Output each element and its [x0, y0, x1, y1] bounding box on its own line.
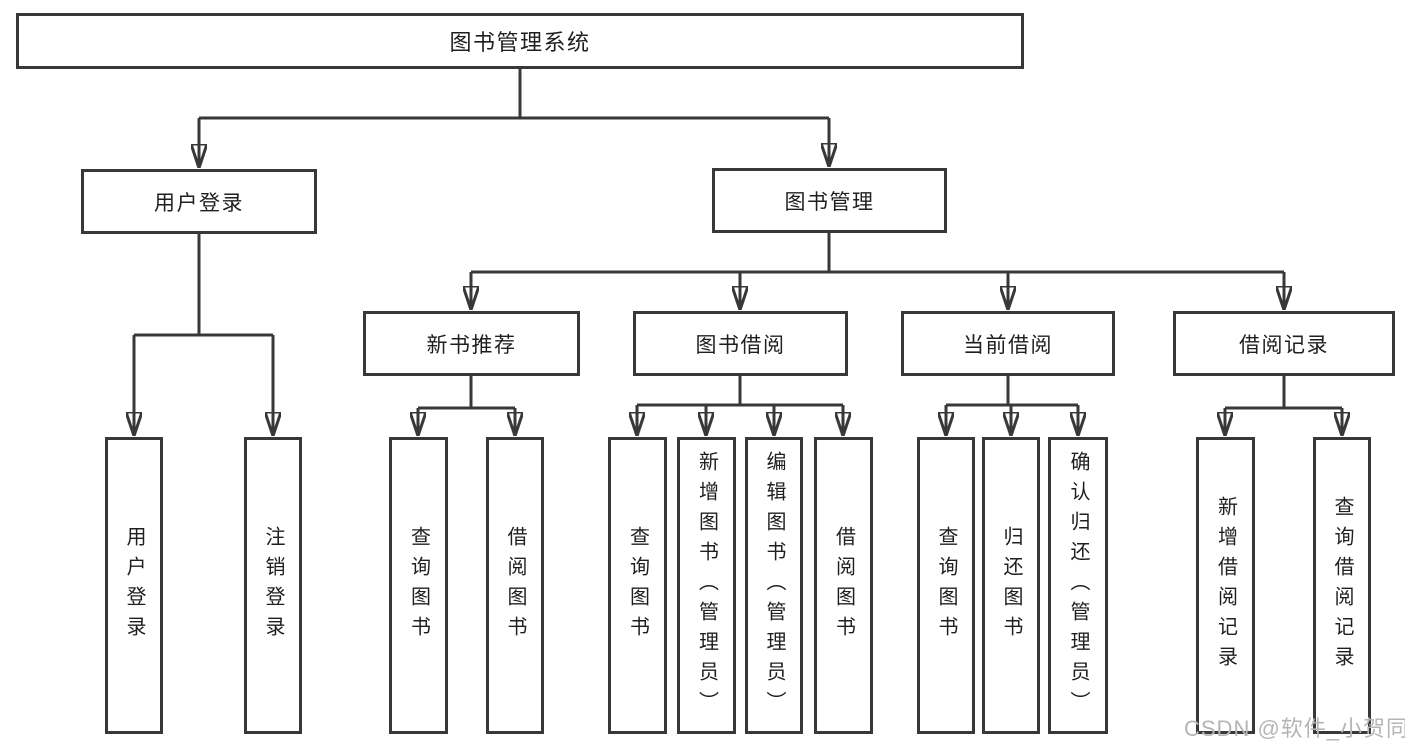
connector-book-borrow-trunk [637, 376, 843, 407]
leaf-query-book-recommend: 查询图书 [389, 437, 448, 734]
node-book-borrow-label: 图书借阅 [695, 333, 786, 357]
leaf-borrow-book: 借阅图书 [814, 437, 873, 734]
leaf-query-book-current: 查询图书 [917, 437, 975, 734]
node-book-management-label: 图书管理 [784, 190, 875, 214]
leaf-logout: 注销登录 [244, 437, 302, 734]
leaf-query-book-borrow-label: 查询图书 [626, 525, 649, 646]
node-system-root: 图书管理系统 [16, 13, 1024, 69]
leaf-logout-label: 注销登录 [262, 525, 284, 646]
node-new-book-recommend: 新书推荐 [363, 311, 580, 376]
leaf-query-book-borrow: 查询图书 [608, 437, 667, 734]
connector-new-book-rec-trunk [418, 376, 515, 410]
leaf-edit-book-admin-label: 编辑图书（管理员） [763, 450, 785, 721]
leaf-add-book-admin: 新增图书（管理员） [677, 437, 736, 734]
node-book-management: 图书管理 [712, 168, 947, 233]
node-book-borrow: 图书借阅 [633, 311, 848, 376]
node-new-book-recommend-label: 新书推荐 [426, 333, 517, 357]
connector-current-borrow-trunk [946, 376, 1078, 407]
node-current-borrow-label: 当前借阅 [963, 333, 1053, 357]
leaf-confirm-return-admin-label: 确认归还（管理员） [1067, 450, 1089, 721]
leaf-query-borrow-record-label: 查询借阅记录 [1331, 495, 1353, 676]
connector-book-mgmt-trunk [471, 233, 1284, 274]
leaf-user-login: 用户登录 [105, 437, 163, 734]
leaf-user-login-label: 用户登录 [123, 525, 145, 646]
leaf-add-borrow-record: 新增借阅记录 [1196, 437, 1255, 734]
leaf-return-book-label: 归还图书 [1000, 525, 1022, 646]
leaf-edit-book-admin: 编辑图书（管理员） [745, 437, 803, 734]
connector-root-trunk [199, 69, 829, 120]
connector-borrow-record-trunk [1225, 376, 1342, 410]
node-user-login-label: 用户登录 [154, 191, 244, 215]
leaf-query-book-current-label: 查询图书 [935, 525, 957, 646]
leaf-add-borrow-record-label: 新增借阅记录 [1214, 495, 1237, 676]
leaf-return-book: 归还图书 [982, 437, 1040, 734]
connector-user-login-trunk [134, 234, 273, 337]
node-current-borrow: 当前借阅 [901, 311, 1115, 376]
leaf-borrow-book-recommend: 借阅图书 [486, 437, 544, 734]
leaf-query-book-recommend-label: 查询图书 [407, 525, 430, 646]
leaf-query-borrow-record: 查询借阅记录 [1313, 437, 1371, 734]
leaf-borrow-book-label: 借阅图书 [832, 525, 855, 646]
node-borrow-record-label: 借阅记录 [1239, 333, 1329, 357]
leaf-borrow-book-recommend-label: 借阅图书 [504, 525, 526, 646]
node-borrow-record: 借阅记录 [1173, 311, 1395, 376]
csdn-watermark: CSDN @软件_小贺同学 [1184, 716, 1405, 741]
leaf-confirm-return-admin: 确认归还（管理员） [1048, 437, 1108, 734]
leaf-add-book-admin-label: 新增图书（管理员） [695, 450, 718, 721]
node-system-root-label: 图书管理系统 [449, 30, 591, 55]
node-user-login: 用户登录 [81, 169, 317, 234]
